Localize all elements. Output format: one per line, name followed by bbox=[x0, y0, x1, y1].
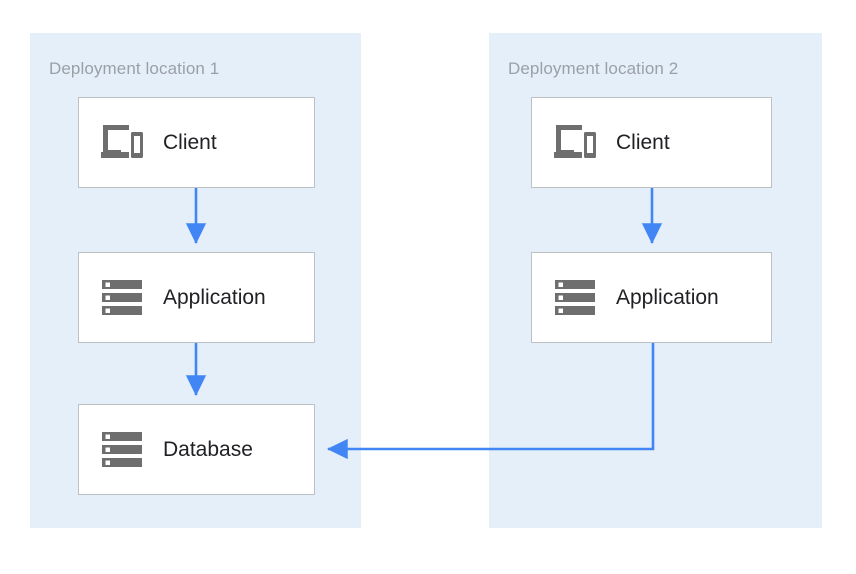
client-devices-icon bbox=[552, 120, 598, 166]
node-application-1[interactable]: Application bbox=[78, 252, 315, 343]
deployment-zone-2-label: Deployment location 2 bbox=[508, 59, 679, 78]
server-stack-icon bbox=[99, 427, 145, 473]
server-stack-icon bbox=[552, 275, 598, 321]
node-label: Application bbox=[616, 285, 719, 309]
node-database-1[interactable]: Database bbox=[78, 404, 315, 495]
node-label: Client bbox=[163, 130, 217, 154]
node-label: Application bbox=[163, 285, 266, 309]
node-label: Client bbox=[616, 130, 670, 154]
client-devices-icon bbox=[99, 120, 145, 166]
node-client-2[interactable]: Client bbox=[531, 97, 772, 188]
node-client-1[interactable]: Client bbox=[78, 97, 315, 188]
server-stack-icon bbox=[99, 275, 145, 321]
node-label: Database bbox=[163, 437, 253, 461]
deployment-zone-1-label: Deployment location 1 bbox=[49, 59, 220, 78]
node-application-2[interactable]: Application bbox=[531, 252, 772, 343]
